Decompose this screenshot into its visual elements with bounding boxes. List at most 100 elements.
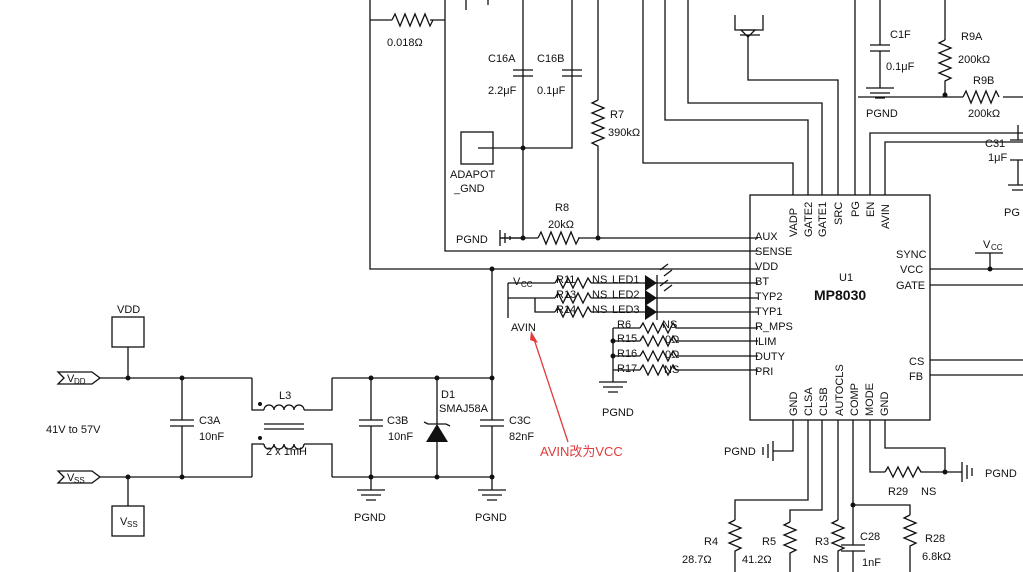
bottom-wiring: PGND R29 NS PGND xyxy=(724,420,1017,545)
svg-text:PGND: PGND xyxy=(724,446,756,458)
svg-text:R3: R3 xyxy=(815,536,829,548)
pin-ilim: ILIM xyxy=(755,336,776,348)
pin-typ2: TYP2 xyxy=(755,291,783,303)
pin-vdd: VDD xyxy=(755,261,778,273)
svg-text:2.2μF: 2.2μF xyxy=(488,85,517,97)
resistor-r28: R28 6.8kΩ xyxy=(902,514,951,572)
avin-annotation: AVIN改为VCC xyxy=(530,331,623,459)
pin-clsb: CLSB xyxy=(818,387,830,416)
svg-text:PGND: PGND xyxy=(456,234,488,246)
pin-mode: MODE xyxy=(864,383,876,416)
resistor-r9a: R9A 200kΩ xyxy=(937,31,990,85)
svg-text:0.1μF: 0.1μF xyxy=(886,61,915,73)
svg-text:V: V xyxy=(513,276,521,288)
svg-text:NS: NS xyxy=(662,319,677,331)
svg-text:390kΩ: 390kΩ xyxy=(608,127,640,139)
ic-bottom-pins: GND CLSA CLSB AUTOCLS COMP MODE GND xyxy=(788,364,891,416)
svg-text:C16B: C16B xyxy=(537,53,565,65)
voltage-range: 41V to 57V xyxy=(46,424,101,436)
svg-text:PGND: PGND xyxy=(602,407,634,419)
svg-text:NS: NS xyxy=(664,364,679,376)
svg-text:C3A: C3A xyxy=(199,415,221,427)
pin-vadp: VADP xyxy=(788,208,800,237)
pin-gate1: GATE1 xyxy=(817,202,829,237)
svg-text:C31: C31 xyxy=(985,138,1005,150)
pin-sync: SYNC xyxy=(896,249,927,261)
svg-text:L3: L3 xyxy=(279,390,291,402)
ground-pgnd-c1f: PGND xyxy=(866,87,898,120)
svg-text:D1: D1 xyxy=(441,389,455,401)
resistor-r3: R3 NS xyxy=(813,519,846,572)
pin-duty: DUTY xyxy=(755,351,786,363)
svg-text:1nF: 1nF xyxy=(862,557,881,569)
svg-text:C1F: C1F xyxy=(890,29,911,41)
svg-text:PGND: PGND xyxy=(866,108,898,120)
pin-r-mps: R_MPS xyxy=(755,321,793,333)
resistor-r8: R8 20kΩ xyxy=(537,202,580,246)
svg-text:R6: R6 xyxy=(617,319,631,331)
svg-text:CC: CC xyxy=(991,243,1003,252)
svg-text:V: V xyxy=(983,239,991,251)
input-section: VDD V SS V DD V SS 41V to 57V C3A 10nF xyxy=(46,269,534,537)
capacitor-c16b: C16B 0.1μF xyxy=(537,53,582,97)
pin-pri: PRI xyxy=(755,366,773,378)
svg-text:V: V xyxy=(120,516,128,528)
svg-text:LED1: LED1 xyxy=(612,274,640,286)
pin-gate2: GATE2 xyxy=(803,202,815,237)
resistor-r9b: R9B 200kΩ xyxy=(962,75,1000,120)
annotation-text: AVIN改为VCC xyxy=(540,444,623,459)
ic-ref: U1 xyxy=(839,272,853,284)
ic-right-pins: SYNC VCC GATE CS FB xyxy=(896,249,927,383)
mosfet-symbol xyxy=(734,15,764,40)
svg-text:200kΩ: 200kΩ xyxy=(968,108,1000,120)
pin-pg: PG xyxy=(850,201,862,217)
ic-part: MP8030 xyxy=(814,287,866,303)
svg-text:10nF: 10nF xyxy=(388,431,413,443)
svg-text:0Ω: 0Ω xyxy=(665,334,679,346)
pin-comp: COMP xyxy=(849,383,861,416)
svg-text:R13: R13 xyxy=(556,289,576,301)
svg-text:R8: R8 xyxy=(555,202,569,214)
svg-text:DD: DD xyxy=(74,377,86,386)
pin-vcc: VCC xyxy=(900,264,923,276)
resistor-r7: R7 390kΩ xyxy=(590,99,640,150)
svg-text:R5: R5 xyxy=(762,536,776,548)
svg-text:20kΩ: 20kΩ xyxy=(548,219,574,231)
led-resistor-network: V CC R11 R13 R14 NS NS NS LED1 LED2 LED3… xyxy=(507,263,758,334)
adapot-gnd-box: ADAPOT _GND xyxy=(450,131,496,195)
svg-text:PGND: PGND xyxy=(475,512,507,524)
pin-avin: AVIN xyxy=(880,204,892,229)
svg-text:6.8kΩ: 6.8kΩ xyxy=(922,551,951,563)
svg-text:PG: PG xyxy=(1004,207,1020,219)
svg-text:82nF: 82nF xyxy=(509,431,534,443)
pin-gnd-1: GND xyxy=(788,392,800,417)
svg-text:SS: SS xyxy=(127,520,138,529)
svg-text:R9A: R9A xyxy=(961,31,983,43)
svg-text:R17: R17 xyxy=(617,363,637,375)
svg-text:ADAPOT: ADAPOT xyxy=(450,169,496,181)
ic-u1: U1 MP8030 AUX SENSE VDD BT TYP2 TYP1 R_M… xyxy=(749,194,931,421)
pin-gnd-2: GND xyxy=(879,392,891,417)
svg-text:41.2Ω: 41.2Ω xyxy=(742,554,772,566)
svg-text:R4: R4 xyxy=(704,536,718,548)
svg-text:C28: C28 xyxy=(860,531,880,543)
svg-text:0Ω: 0Ω xyxy=(665,349,679,361)
svg-text:R29: R29 xyxy=(888,486,908,498)
svg-text:SMAJ58A: SMAJ58A xyxy=(439,403,489,415)
config-resistors: R6 R15 R16 R17 NS 0Ω 0Ω NS PGND xyxy=(599,319,758,419)
svg-text:NS: NS xyxy=(592,304,607,316)
pin-gate: GATE xyxy=(896,280,925,292)
pin-sense: SENSE xyxy=(755,246,792,258)
pin-clsa: CLSA xyxy=(803,387,815,416)
svg-text:SS: SS xyxy=(74,476,85,485)
ic-left-pins: AUX SENSE VDD BT TYP2 TYP1 R_MPS ILIM DU… xyxy=(755,231,793,378)
svg-text:R7: R7 xyxy=(610,109,624,121)
svg-text:PGND: PGND xyxy=(354,512,386,524)
resistor-r4: R4 28.7Ω xyxy=(682,519,743,572)
svg-text:C3C: C3C xyxy=(509,415,531,427)
avin-label: AVIN xyxy=(511,322,536,334)
svg-text:V: V xyxy=(67,373,75,385)
resistor-r5: R5 41.2Ω xyxy=(742,521,798,572)
pin-aux: AUX xyxy=(755,231,778,243)
